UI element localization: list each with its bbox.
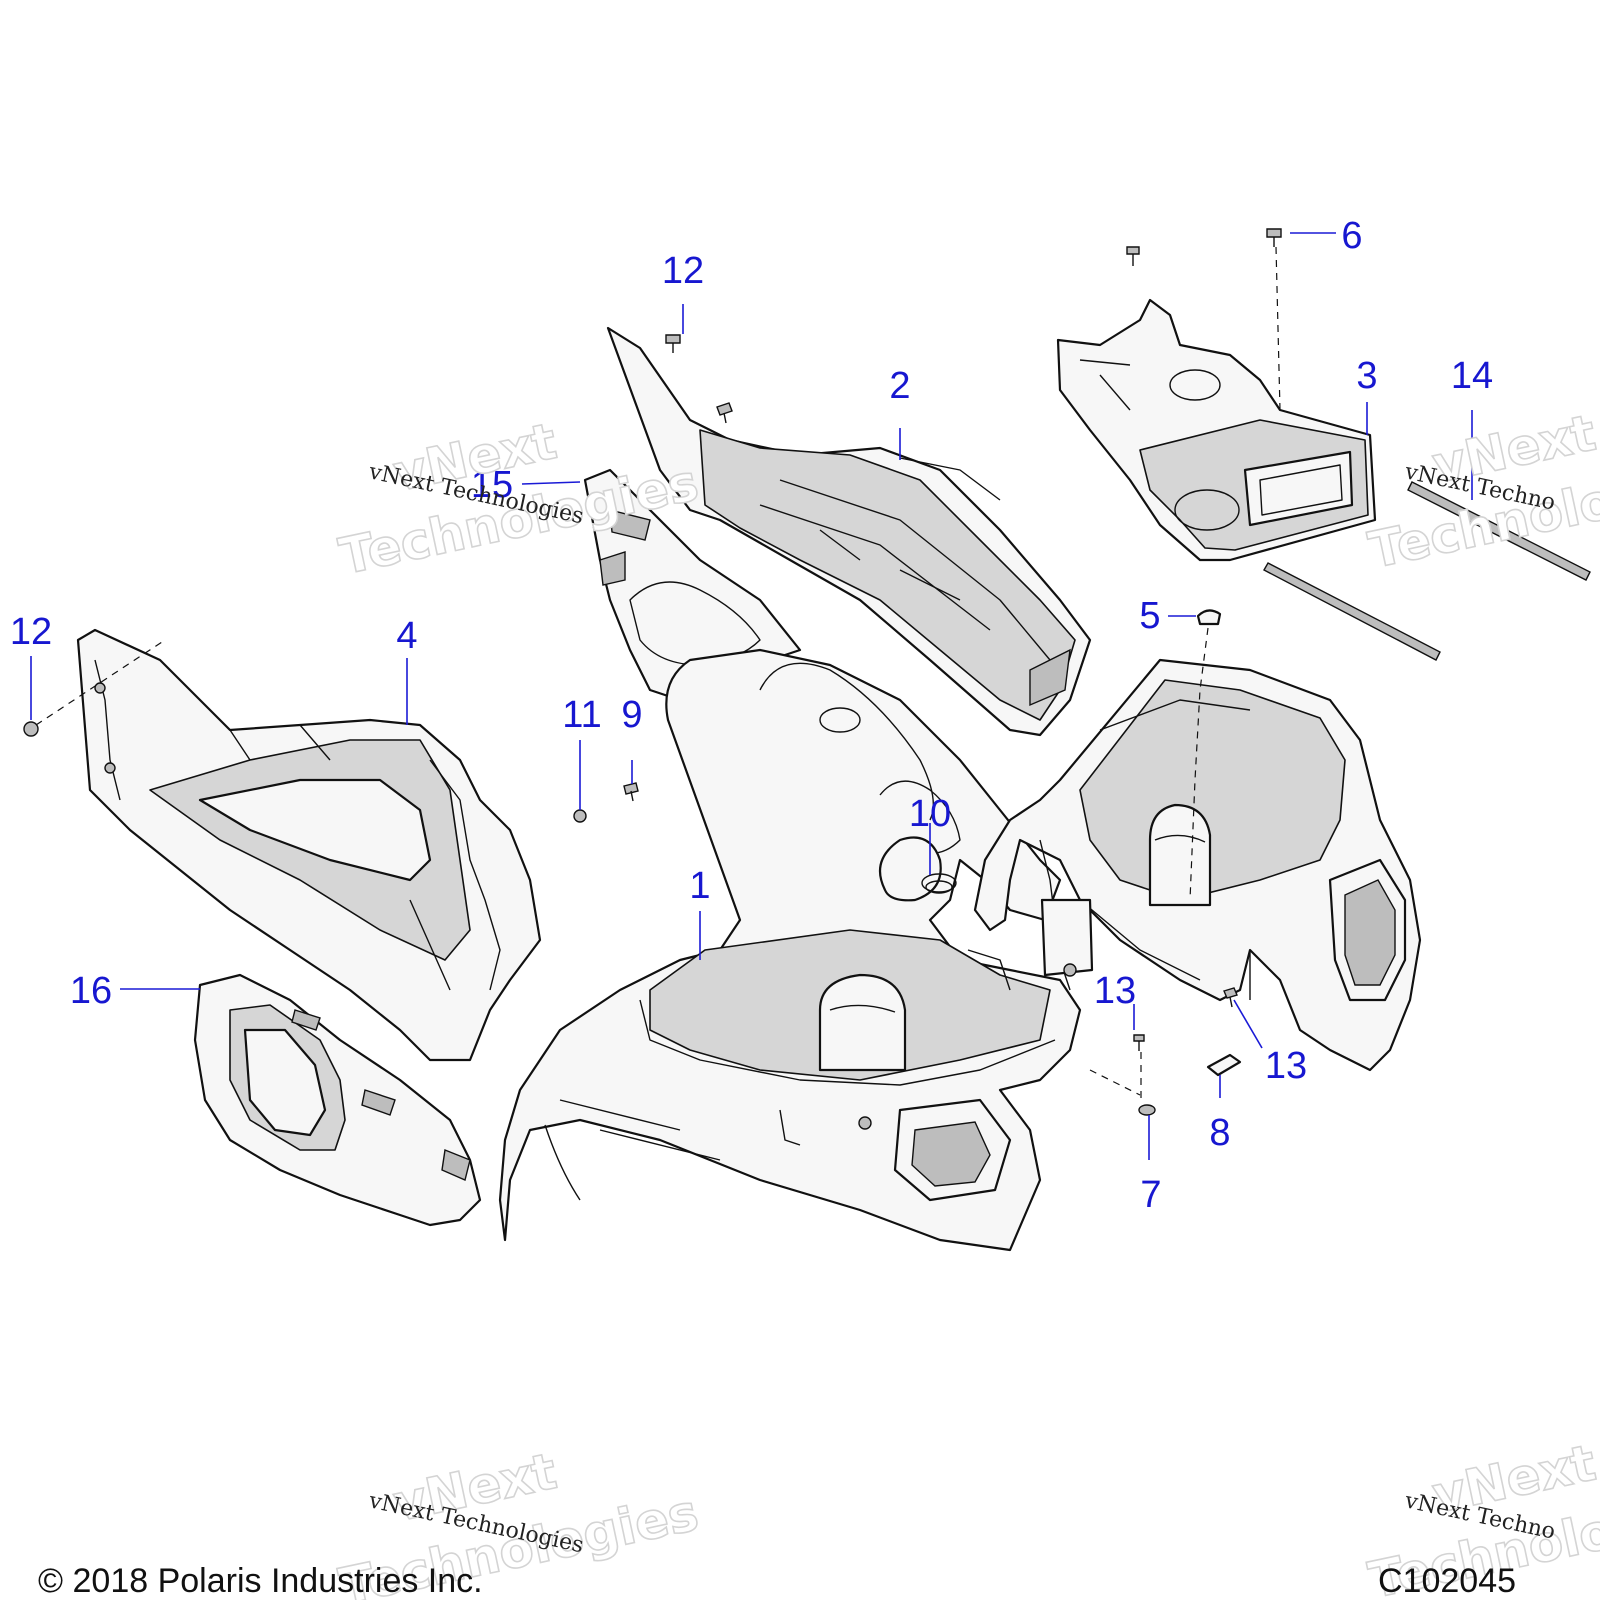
callout-7: 7: [1140, 1174, 1161, 1216]
screw-12-top-icon: [665, 334, 681, 353]
nut-7-icon: [1138, 1104, 1156, 1116]
callout-9: 9: [621, 694, 642, 736]
callout-13-left: 13: [1094, 970, 1136, 1012]
part-14-strap: [1263, 481, 1591, 661]
screw-9-icon: [623, 782, 639, 802]
part-16-side-bezel: [193, 973, 482, 1227]
bracket-8-icon: [1206, 1053, 1242, 1077]
screw-13b-icon: [1223, 987, 1238, 1008]
callout-11: 11: [562, 694, 601, 736]
callout-3: 3: [1356, 355, 1377, 397]
callout-16: 16: [70, 970, 112, 1012]
callout-10: 10: [909, 793, 951, 835]
part-3-rear-tray: [1056, 298, 1377, 562]
copyright-notice: © 2018 Polaris Industries Inc.: [38, 1562, 483, 1600]
ring-10-icon: [921, 873, 957, 894]
callout-5: 5: [1139, 595, 1160, 637]
callout-6: 6: [1341, 215, 1362, 257]
callout-15: 15: [471, 464, 513, 506]
callout-12-left: 12: [10, 611, 52, 653]
screw-13a-icon: [1133, 1034, 1145, 1051]
right-storage-box: [973, 658, 1422, 1072]
drawing-number: C102045: [1378, 1562, 1517, 1600]
callout-2: 2: [889, 365, 910, 407]
screw-6-icon: [1266, 228, 1282, 247]
part-1-front-body: [498, 648, 1082, 1252]
part-4-left-side-panel: [76, 628, 542, 1062]
assembly-lines: [35, 246, 1281, 1100]
callout-1: 1: [689, 865, 710, 907]
callout-14: 14: [1451, 355, 1493, 397]
nut-11-icon: [573, 809, 587, 823]
leader-lines: [30, 232, 1473, 1160]
part-2-upper-fairing: [606, 326, 1092, 737]
callout-labels: 1 2 3 4 5 6 7 8 9 10 11 12 12 13 13 14 1…: [10, 215, 1493, 1216]
screw-12-mid-icon: [716, 402, 733, 424]
callout-13-right: 13: [1265, 1045, 1307, 1087]
screw-12-left-icon: [23, 721, 39, 737]
callout-8: 8: [1209, 1112, 1230, 1154]
screw-top-right-icon: [1126, 246, 1140, 266]
callout-12-top: 12: [662, 250, 704, 292]
plug-5-icon: [1196, 609, 1222, 626]
callout-4: 4: [396, 615, 417, 657]
